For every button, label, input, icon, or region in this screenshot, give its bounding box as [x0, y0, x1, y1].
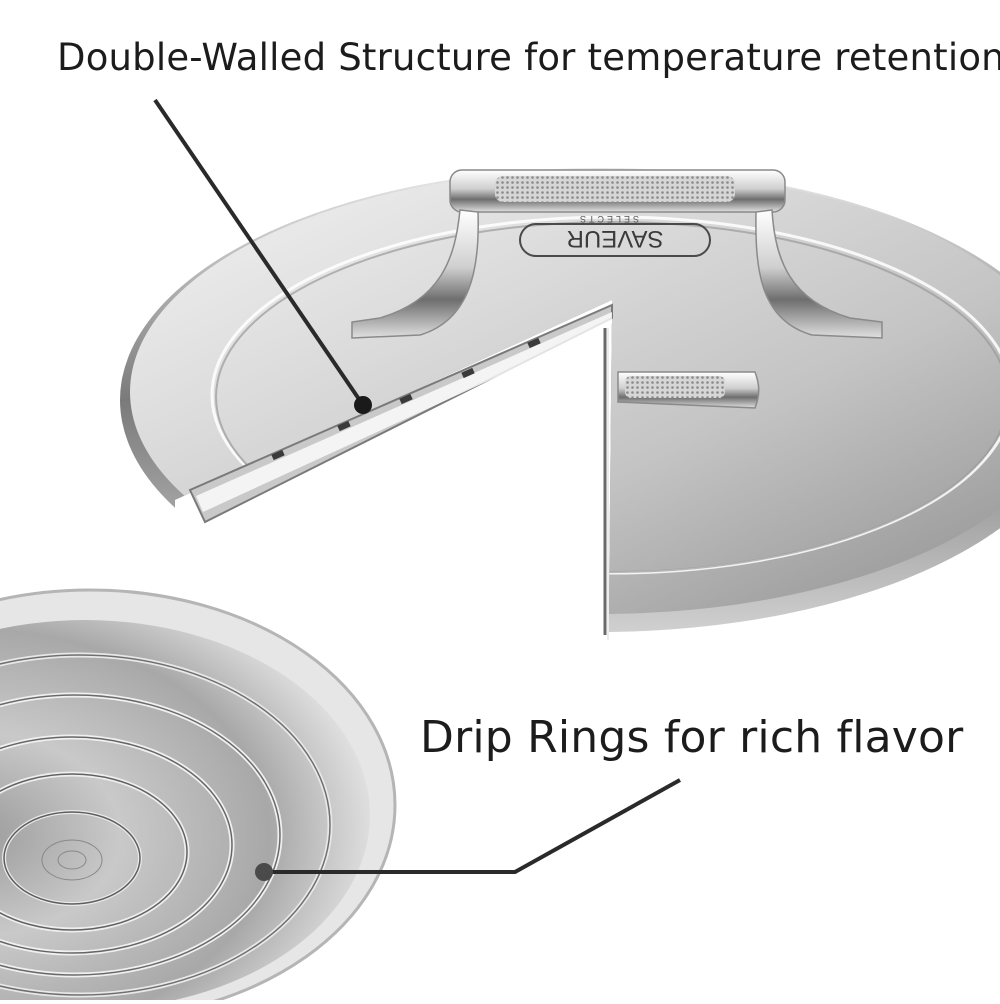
- lid: [120, 168, 1000, 632]
- callout-drip-rings: Drip Rings for rich flavor: [420, 712, 964, 763]
- leader-line-bottom: [264, 778, 681, 874]
- brand-logo-text: SAVEUR: [567, 225, 664, 252]
- lid-handle: [351, 169, 883, 409]
- double-wall-section: [188, 303, 613, 640]
- brand-logo: SAVEUR: [519, 223, 711, 257]
- pot-base: [0, 588, 397, 1004]
- callout-double-walled: Double-Walled Structure for temperature …: [57, 36, 1000, 79]
- leader-dot-top: [354, 396, 372, 414]
- leader-lines: [153, 98, 681, 874]
- leader-dot-bottom: [255, 863, 273, 881]
- drip-rings: [0, 652, 333, 998]
- brand-logo-subtext: SELECTS: [577, 214, 639, 224]
- leader-line-top: [153, 98, 365, 407]
